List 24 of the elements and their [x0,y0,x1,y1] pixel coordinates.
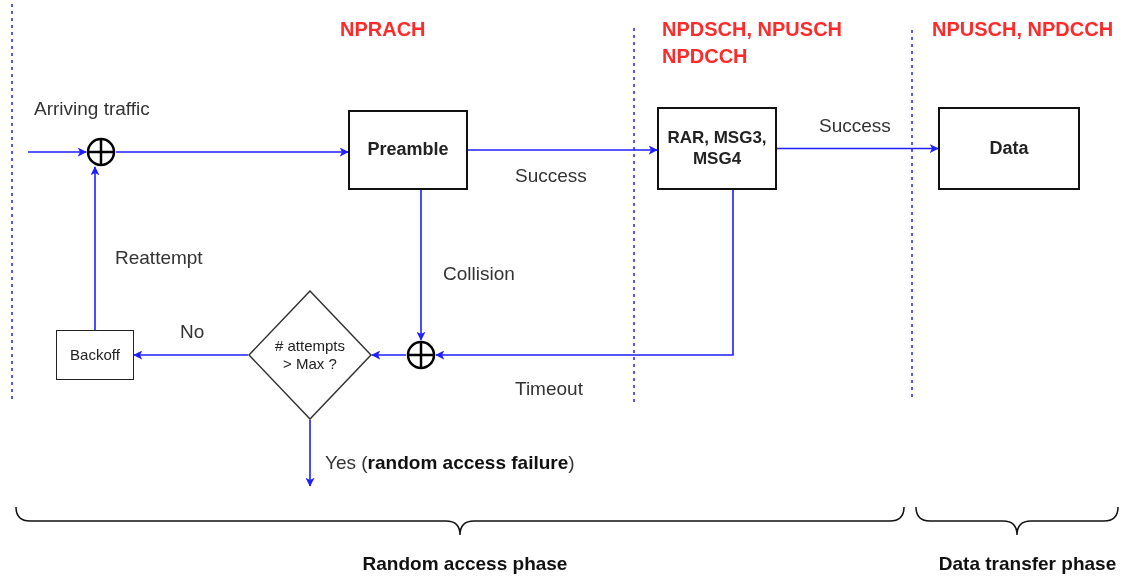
arrow [305,419,315,487]
process-box [348,110,468,190]
node-label: RAR, MSG3, MSG4 [666,128,768,169]
node-label: Backoff [70,346,120,364]
arrow [27,147,87,157]
process-box [56,330,134,380]
arrow [371,350,407,360]
arrow [90,166,100,331]
phase-label: Random access phase [361,552,569,576]
arrow [776,144,939,153]
arrow [467,145,658,155]
process-box [938,107,1080,190]
arrow [133,350,249,360]
channel-label: NPUSCH, NPDCCH [932,17,1114,42]
process-box [657,107,777,190]
node-label: Preamble [367,139,449,161]
arrow [115,147,349,157]
arrow [416,189,426,341]
node-label: Data [989,137,1029,160]
channel-label: NPRACH [340,17,426,42]
arrow [435,189,734,360]
phase-label: Data transfer phase [937,552,1118,576]
channel-label: NPDSCH, NPUSCH NPDCCH [662,17,844,69]
node-label: # attempts > Max ? [273,337,346,373]
